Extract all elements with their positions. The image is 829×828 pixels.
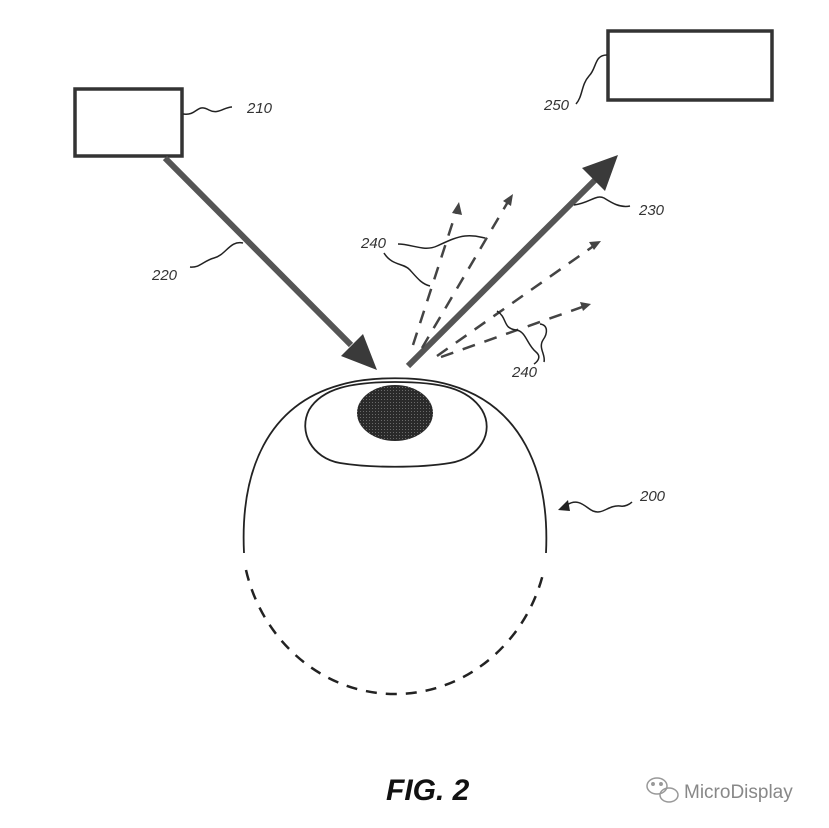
label-210: 210 bbox=[246, 100, 273, 117]
cornea bbox=[304, 381, 488, 468]
eyeball-outline bbox=[242, 377, 548, 554]
scatter-lower-leader-line bbox=[496, 310, 540, 365]
scatter-arrowhead-2 bbox=[503, 194, 513, 206]
scatter-upper-leader-line-2 bbox=[383, 252, 431, 287]
scatter-upper-leader-line bbox=[397, 235, 486, 249]
label-240-upper: 240 bbox=[360, 235, 387, 252]
scatter-ray-4 bbox=[440, 304, 586, 359]
incident-leader-line bbox=[189, 241, 244, 268]
label-240-lower: 240 bbox=[511, 364, 538, 381]
pupil bbox=[357, 385, 433, 441]
scatter-lower-leader-line-2 bbox=[539, 323, 548, 363]
label-200: 200 bbox=[639, 488, 666, 505]
eye-leader-line bbox=[566, 501, 633, 513]
reflected-leader-line bbox=[573, 196, 631, 208]
scattered-rays bbox=[411, 199, 596, 359]
label-230: 230 bbox=[638, 202, 665, 219]
figure-caption: FIG. 2 bbox=[386, 774, 470, 807]
source-leader-line bbox=[182, 106, 233, 115]
scatter-ray-3 bbox=[436, 243, 596, 358]
scatter-arrowhead-1 bbox=[452, 202, 462, 215]
reflected-ray bbox=[405, 177, 598, 369]
detector-box bbox=[606, 29, 774, 102]
scatter-arrowheads bbox=[452, 194, 601, 311]
reflected-arrowhead bbox=[582, 155, 618, 191]
scatter-arrowhead-4 bbox=[580, 302, 591, 311]
detector-leader-line bbox=[575, 54, 608, 105]
watermark-text: MicroDisplay bbox=[684, 782, 793, 803]
incident-ray bbox=[162, 155, 354, 348]
eyeball-hidden-outline bbox=[244, 569, 546, 696]
wechat-icon bbox=[646, 777, 679, 803]
eye-leader-arrowhead bbox=[558, 500, 570, 511]
scatter-ray-1 bbox=[411, 208, 459, 346]
watermark: MicroDisplay bbox=[646, 777, 793, 803]
source-box bbox=[73, 87, 184, 158]
label-250: 250 bbox=[543, 97, 570, 114]
label-220: 220 bbox=[151, 267, 178, 284]
scatter-arrowhead-3 bbox=[589, 241, 601, 250]
incident-arrowhead bbox=[341, 334, 377, 370]
scatter-ray-2 bbox=[420, 199, 511, 349]
